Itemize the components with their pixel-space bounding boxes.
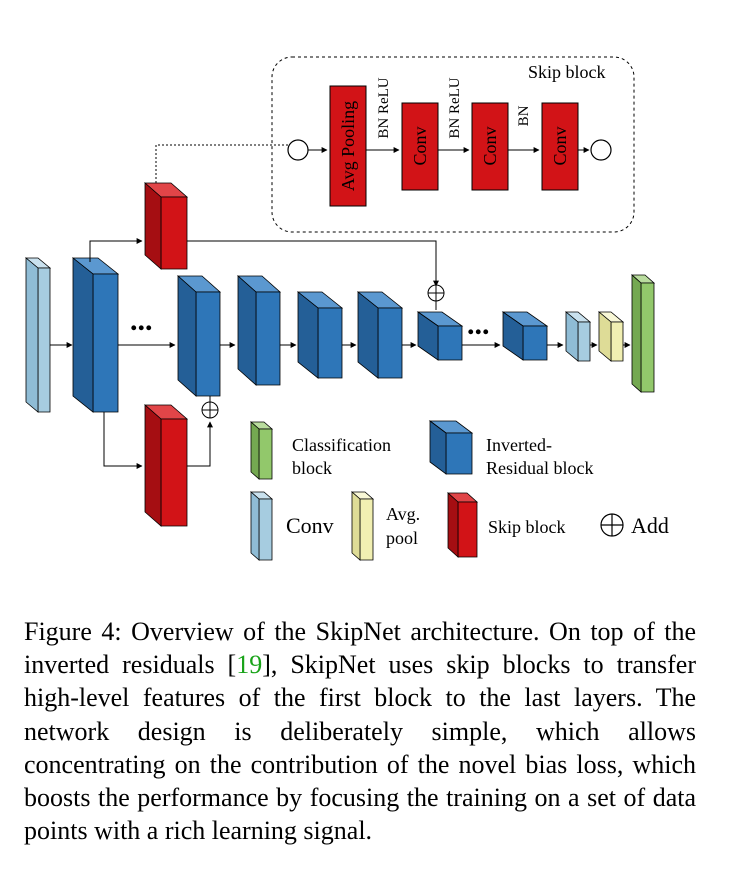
legend-conv-swatch — [249, 491, 274, 561]
inverted-residual-block-7 — [501, 311, 549, 361]
bn-relu-label-1: BN ReLU — [376, 77, 392, 138]
legend-classification-swatch — [249, 421, 274, 480]
avg-pooling-label: Avg Pooling — [338, 101, 358, 191]
skip-block-input-node — [287, 139, 309, 161]
skip-block-top — [143, 182, 189, 270]
final-conv-layer — [564, 311, 592, 362]
inverted-residual-block-4 — [296, 291, 344, 379]
add-node-bottom — [201, 401, 219, 419]
inverted-residual-block-2 — [176, 275, 222, 397]
conv-layer-2 — [471, 102, 509, 191]
input-conv-layer — [24, 257, 52, 413]
legend-avg-label-1: Avg. — [386, 504, 420, 524]
legend-avg-pool-swatch — [350, 491, 375, 561]
avg-pooling-layer — [329, 85, 367, 207]
skip-block-title: Skip block — [528, 62, 606, 82]
inverted-residual-block-5 — [356, 291, 404, 379]
conv-label-2: Conv — [480, 126, 500, 165]
caption-text-2: ], SkipNet uses skip blocks to transfer … — [24, 650, 696, 846]
legend-skip-swatch — [446, 492, 479, 558]
legend-inverted-label-1: Inverted- — [486, 435, 552, 455]
inverted-residual-block-3 — [236, 275, 282, 386]
caption-citation-link[interactable]: 19 — [236, 650, 263, 680]
ellipsis-2: ... — [467, 308, 490, 341]
conv-layer-1 — [401, 102, 439, 191]
bn-relu-label-2: BN ReLU — [447, 77, 463, 138]
skip-block-dashed-border — [271, 56, 635, 233]
legend: Classification block Inverted- Residual … — [249, 420, 669, 561]
figure-caption: Figure 4: Overview of the SkipNet archit… — [24, 615, 696, 847]
conv-label-1: Conv — [410, 126, 430, 165]
legend-add-label: Add — [631, 513, 669, 538]
inverted-residual-block-1 — [71, 257, 120, 413]
legend-classification-label-1: Classification — [292, 435, 391, 455]
skip-block-bottom — [143, 404, 189, 527]
caption-text-1: Figure 4: Overview of the SkipNet archit… — [24, 617, 696, 680]
skip-block-detail: Skip block Avg Pooling BN ReLU Conv BN R… — [271, 56, 635, 233]
legend-conv-label: Conv — [286, 513, 334, 538]
skip-detail-connector — [155, 144, 288, 183]
legend-add-icon — [600, 513, 624, 537]
add-node-top — [427, 284, 445, 302]
legend-skip-label: Skip block — [488, 517, 566, 537]
conv-layer-3 — [541, 102, 579, 191]
classification-block — [630, 274, 656, 393]
conv-label-3: Conv — [550, 126, 570, 165]
skipnet-architecture-figure: Skip block Avg Pooling BN ReLU Conv BN R… — [24, 56, 669, 561]
inverted-residual-block-6 — [416, 311, 464, 361]
legend-inverted-residual-swatch — [428, 420, 474, 475]
bn-label-3: BN — [516, 105, 532, 126]
legend-classification-label-2: block — [292, 458, 332, 478]
skip-block-output-node — [590, 139, 612, 161]
legend-avg-label-2: pool — [386, 528, 418, 548]
legend-inverted-label-2: Residual block — [486, 458, 593, 478]
ellipsis-1: ... — [130, 304, 153, 337]
avg-pool-layer — [597, 311, 625, 362]
